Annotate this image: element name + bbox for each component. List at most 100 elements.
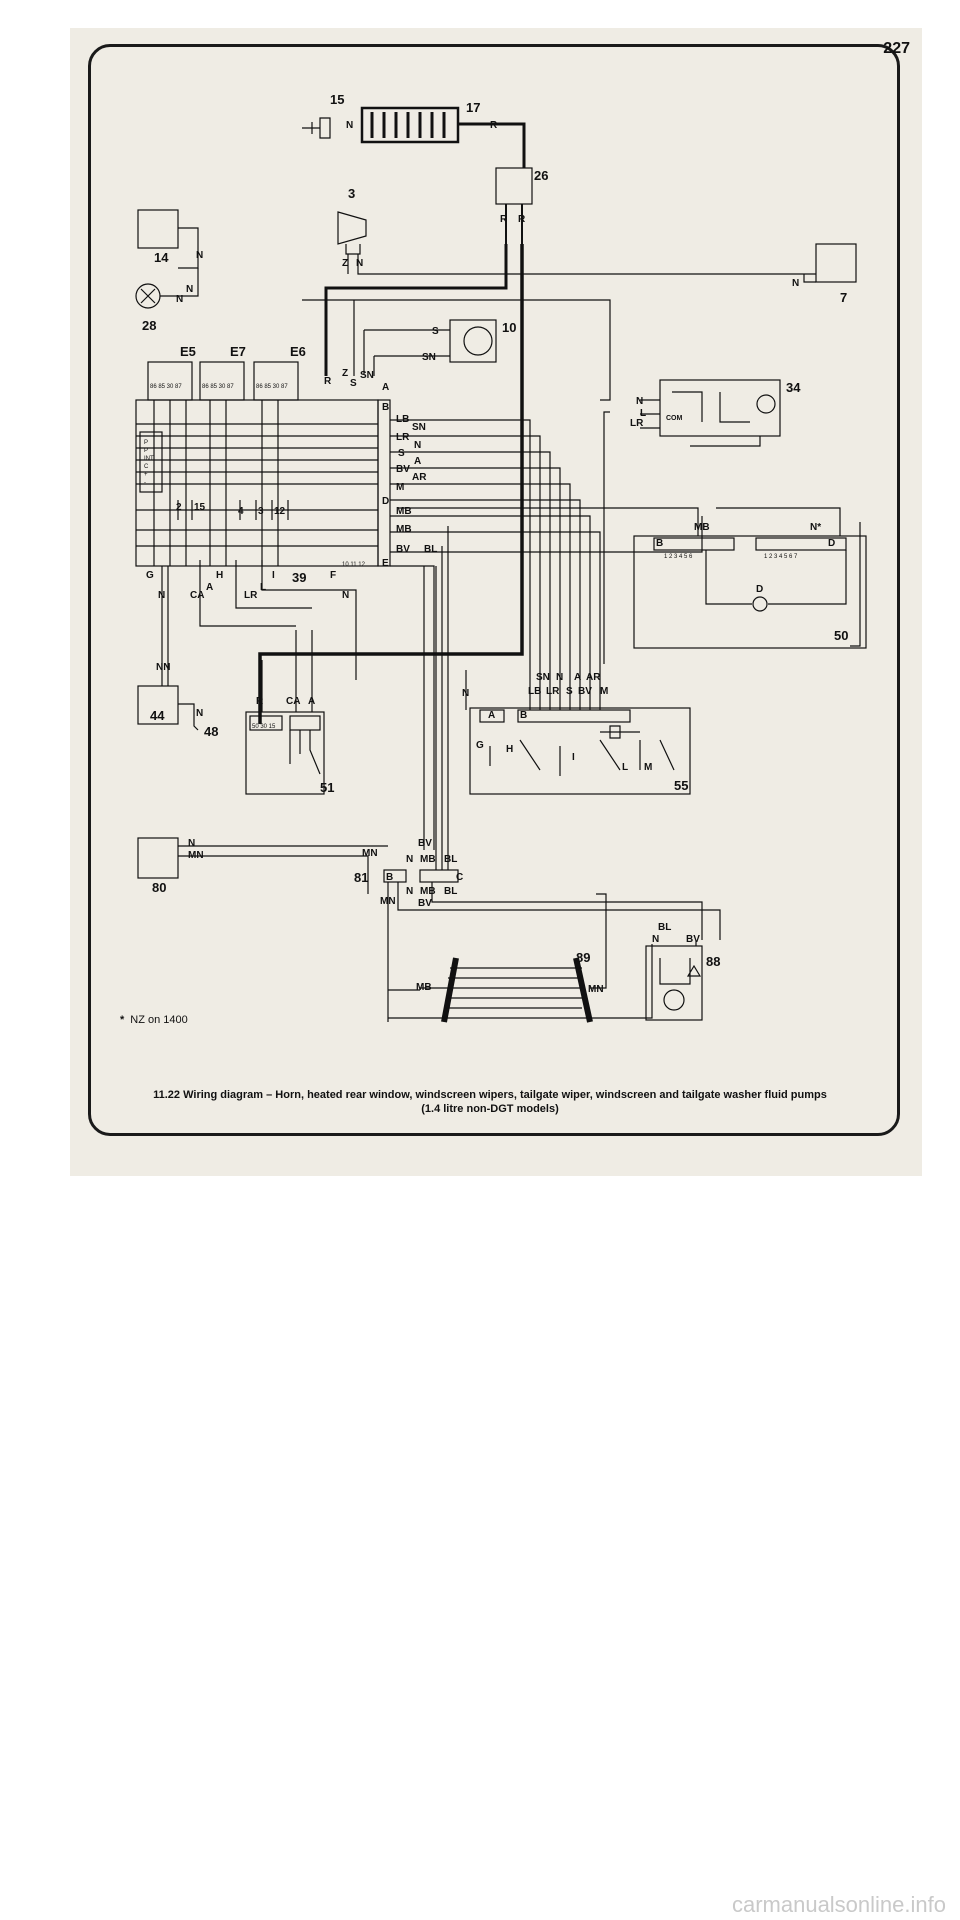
wire-CA-39: CA bbox=[190, 590, 204, 601]
wire-N-star: N* bbox=[810, 522, 821, 533]
wire-CA-51: CA bbox=[286, 696, 300, 707]
pins-E7: 86 85 30 87 bbox=[202, 384, 234, 390]
wire-R-fuse: R bbox=[324, 376, 332, 387]
wire-N-55: N bbox=[462, 688, 469, 699]
label-28: 28 bbox=[142, 318, 156, 333]
wire-BL-a: BL bbox=[424, 544, 437, 555]
label-89: 89 bbox=[576, 950, 590, 965]
label-44: 44 bbox=[150, 708, 165, 723]
wire-N-81b: N bbox=[406, 886, 413, 897]
pins-E6: 86 85 30 87 bbox=[256, 384, 288, 390]
ignition-switch-51 bbox=[245, 711, 325, 795]
earth-symbol-15 bbox=[302, 117, 331, 139]
wire-S-motor: S bbox=[432, 326, 439, 337]
page-frame bbox=[88, 44, 900, 1136]
wire-BL-88: BL bbox=[658, 922, 671, 933]
caption-line-1: 11.22 Wiring diagram – Horn, heated rear… bbox=[153, 1089, 827, 1101]
horn-3 bbox=[337, 211, 367, 245]
relay-E7 bbox=[199, 361, 245, 401]
wire-N-fuse: N bbox=[414, 440, 421, 451]
fuse-4: 4 bbox=[238, 506, 244, 517]
wire-LR-39: LR bbox=[244, 590, 258, 601]
scanned-page bbox=[70, 28, 922, 1176]
watermark: carmanualsonline.info bbox=[731, 1892, 946, 1917]
wire-LR-34: LR bbox=[630, 418, 644, 429]
wire-BL-81: BL bbox=[444, 854, 457, 865]
wire-SN-55: SN bbox=[536, 672, 550, 683]
wire-MN-89: MN bbox=[588, 984, 604, 995]
wire-A-39: A bbox=[206, 582, 213, 593]
wire-S-55: S bbox=[566, 686, 573, 697]
wire-N-28b: N bbox=[176, 294, 183, 305]
wire-BV-fuse: BV bbox=[396, 464, 410, 475]
wire-LR-55: LR bbox=[546, 686, 560, 697]
label-E6: E6 bbox=[290, 344, 306, 359]
wire-AR-fuse: AR bbox=[412, 472, 427, 483]
label-34: 34 bbox=[786, 380, 801, 395]
fuse-2: 2 bbox=[176, 502, 182, 513]
relay-E6 bbox=[253, 361, 299, 401]
fusebox-39 bbox=[135, 399, 379, 567]
wire-MB-81: MB bbox=[420, 854, 436, 865]
instrument-panel-50 bbox=[633, 535, 867, 649]
wire-N-44: N bbox=[196, 708, 203, 719]
label-80: 80 bbox=[152, 880, 166, 895]
wire-A-51: A bbox=[308, 696, 315, 707]
wire-S-fuse2: S bbox=[398, 448, 405, 459]
connector-81-a bbox=[383, 869, 407, 883]
wire-LR: LR bbox=[396, 432, 410, 443]
wire-MB-89: MB bbox=[416, 982, 432, 993]
pins-E5: 86 85 30 87 bbox=[150, 384, 182, 390]
fusebox-label-minus: - bbox=[144, 480, 146, 486]
wire-N-39: N bbox=[158, 590, 165, 601]
module-44 bbox=[137, 685, 179, 725]
wire-MN-80: MN bbox=[188, 850, 204, 861]
footnote-marker: * bbox=[120, 1014, 125, 1026]
label-E5: E5 bbox=[180, 344, 196, 359]
wire-R-relay-b: R bbox=[518, 214, 526, 225]
conn-F: F bbox=[330, 570, 336, 581]
wire-N-7: N bbox=[792, 278, 799, 289]
conn-G: G bbox=[146, 570, 154, 581]
page-number: 227 bbox=[883, 40, 910, 57]
wire-MN-81b: MN bbox=[380, 896, 396, 907]
switch-G: G bbox=[476, 740, 484, 751]
wire-MN-81: MN bbox=[362, 848, 378, 859]
footnote-text: NZ on 1400 bbox=[130, 1014, 188, 1026]
wire-A-55: A bbox=[574, 672, 581, 683]
wire-SN-fuse: SN bbox=[360, 370, 374, 381]
label-26: 26 bbox=[534, 168, 548, 183]
module-7 bbox=[815, 243, 857, 283]
figure-caption: 11.22 Wiring diagram – Horn, heated rear… bbox=[100, 1088, 880, 1116]
wire-BL-81b: BL bbox=[444, 886, 457, 897]
label-14: 14 bbox=[154, 250, 169, 265]
wire-M-55: M bbox=[600, 686, 608, 697]
wire-N-14: N bbox=[196, 250, 203, 261]
switch-M: M bbox=[644, 762, 652, 773]
wire-MB-50: MB bbox=[694, 522, 710, 533]
conn-A-top: A bbox=[382, 382, 389, 393]
washer-pump-88 bbox=[645, 945, 703, 1021]
label-E7: E7 bbox=[230, 344, 246, 359]
fuse-3: 3 bbox=[258, 506, 264, 517]
wire-BV-b: BV bbox=[396, 544, 410, 555]
label-48: 48 bbox=[204, 724, 218, 739]
wire-M-fuse: M bbox=[396, 482, 404, 493]
switch-L: L bbox=[622, 762, 628, 773]
wire-MB-81b: MB bbox=[420, 886, 436, 897]
footnote: * NZ on 1400 bbox=[120, 1014, 188, 1026]
conn-C-81: C bbox=[456, 872, 463, 883]
wire-NN: NN bbox=[156, 662, 170, 673]
relay-E5 bbox=[147, 361, 193, 401]
conn-D: D bbox=[382, 496, 389, 507]
wiper-relay-34 bbox=[659, 379, 781, 437]
label-88: 88 bbox=[706, 954, 720, 969]
wire-N-55b: N bbox=[556, 672, 563, 683]
module-80 bbox=[137, 837, 179, 879]
wire-SN-motor: SN bbox=[422, 352, 436, 363]
fuse-12: 12 bbox=[274, 506, 286, 517]
pins-connector-d: 1 2 3 4 5 6 7 bbox=[764, 554, 798, 560]
wire-L-39: L bbox=[260, 582, 266, 593]
wire-N-horn-b: N bbox=[356, 258, 363, 269]
fusebox-label-plus: + bbox=[144, 472, 148, 478]
